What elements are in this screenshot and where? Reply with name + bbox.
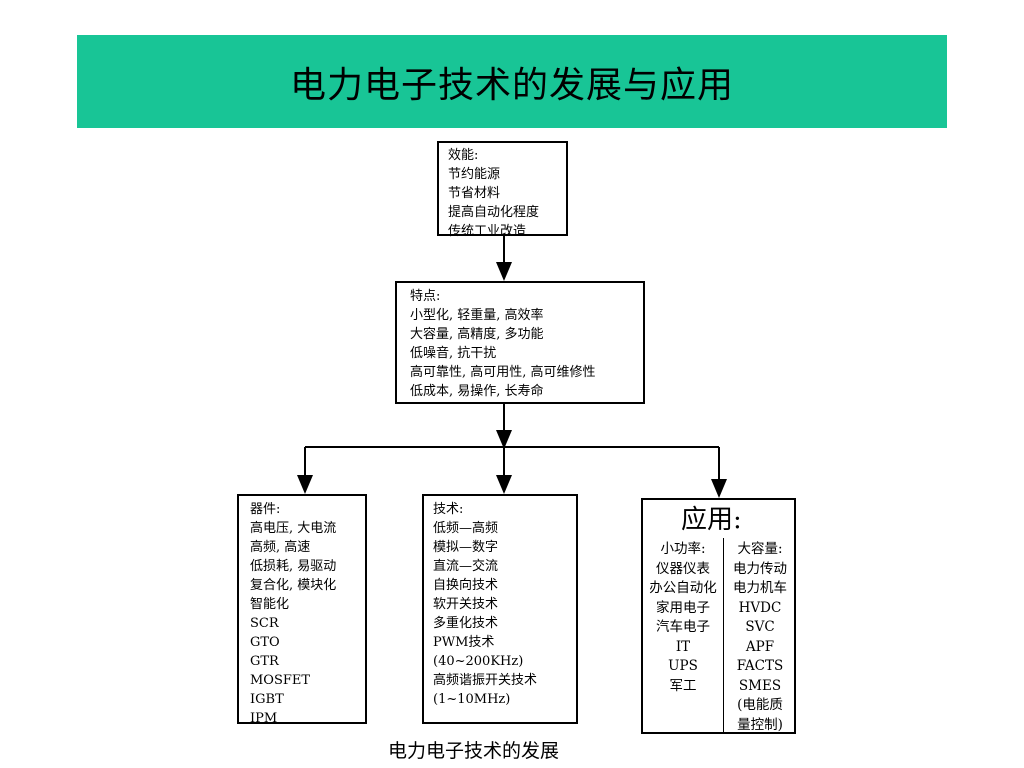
features-item: 低成本, 易操作, 长寿命 <box>410 384 544 399</box>
efficiency-item: 提高自动化程度 <box>448 205 540 220</box>
technology-box: 技术: 低频—高频 模拟—数字 直流—交流 自换向技术 软开关技术 多重化技术 … <box>422 494 578 724</box>
efficiency-item: 传统工业改造 <box>448 224 527 239</box>
high-capacity-item: SMES <box>738 677 782 694</box>
low-power-item: 军工 <box>669 677 697 694</box>
low-power-item: 汽车电子 <box>656 619 710 635</box>
page-title: 电力电子技术的发展与应用 <box>289 64 734 106</box>
high-capacity-item: APF <box>745 638 775 655</box>
devices-item: 智能化 <box>250 597 290 612</box>
efficiency-item: 节省材料 <box>448 186 501 201</box>
devices-item: 高频, 高速 <box>250 540 311 555</box>
technology-item: 低频—高频 <box>433 521 499 536</box>
high-capacity-item: 电力机车 <box>733 580 787 596</box>
arrowhead-to-technology <box>496 475 512 494</box>
efficiency-item: 节约能源 <box>448 167 501 182</box>
technology-item: 模拟—数字 <box>433 540 499 555</box>
devices-item: GTO <box>250 635 280 650</box>
applications-high-capacity-column: 大容量: 电力传动 电力机车 HVDC SVC APF FACTS SMES (… <box>724 540 796 735</box>
devices-box: 器件: 高电压, 大电流 高频, 高速 低损耗, 易驱动 复合化, 模块化 智能… <box>237 494 367 726</box>
devices-item: GTR <box>250 654 279 669</box>
features-item: 小型化, 轻重量, 高效率 <box>410 308 544 323</box>
features-item: 低噪音, 抗干扰 <box>410 346 497 361</box>
efficiency-heading: 效能: <box>448 148 479 163</box>
low-power-item: 家用电子 <box>656 599 710 616</box>
devices-item: 低损耗, 易驱动 <box>250 559 337 574</box>
devices-item: SCR <box>250 616 279 631</box>
devices-item: MOSFET <box>250 673 311 688</box>
high-capacity-item: (电能质 <box>737 697 783 713</box>
high-capacity-item: 量控制) <box>737 716 783 733</box>
arrowhead-to-applications <box>711 479 727 498</box>
technology-item: 高频谐振开关技术 <box>433 673 538 688</box>
technology-item: (40~200KHz) <box>433 654 524 669</box>
features-heading: 特点: <box>410 289 441 304</box>
low-power-item: 办公自动化 <box>649 580 717 596</box>
low-power-item: UPS <box>668 658 698 674</box>
high-capacity-item: 电力传动 <box>733 560 787 577</box>
arrowhead-to-devices <box>297 475 313 494</box>
efficiency-box: 效能: 节约能源 节省材料 提高自动化程度 传统工业改造 <box>437 141 568 239</box>
technology-heading: 技术: <box>433 502 464 517</box>
technology-item: (1~10MHz) <box>433 692 511 707</box>
high-capacity-item: HVDC <box>738 599 782 616</box>
arrowhead-to-features <box>496 262 512 281</box>
high-capacity-heading: 大容量: <box>737 541 783 557</box>
diagram-caption: 电力电子技术的发展 <box>388 740 560 762</box>
devices-item: IPM <box>250 711 278 726</box>
high-capacity-item: SVC <box>745 619 775 635</box>
low-power-item: IT <box>675 638 691 655</box>
technology-item: 直流—交流 <box>433 559 499 574</box>
devices-heading: 器件: <box>250 502 281 517</box>
title-bar: 电力电子技术的发展与应用 <box>77 35 947 128</box>
applications-column-divider <box>723 538 724 734</box>
technology-item: PWM技术 <box>433 635 495 650</box>
technology-item: 软开关技术 <box>433 597 499 612</box>
applications-heading: 应用: <box>681 505 742 535</box>
applications-low-power-column: 小功率: 仪器仪表 办公自动化 家用电子 汽车电子 IT UPS 军工 <box>643 540 723 696</box>
technology-item: 多重化技术 <box>433 616 499 631</box>
features-item: 大容量, 高精度, 多功能 <box>410 327 544 342</box>
low-power-heading: 小功率: <box>660 541 706 557</box>
arrowhead-into-branch <box>496 430 512 449</box>
devices-item: 复合化, 模块化 <box>250 578 337 593</box>
high-capacity-item: FACTS <box>736 658 784 674</box>
technology-item: 自换向技术 <box>433 578 499 593</box>
applications-box: 应用: 小功率: 仪器仪表 办公自动化 家用电子 汽车电子 IT UPS 军工 … <box>641 498 796 734</box>
low-power-item: 仪器仪表 <box>656 560 710 577</box>
devices-item: IGBT <box>250 692 284 707</box>
devices-item: 高电压, 大电流 <box>250 521 337 536</box>
features-item: 高可靠性, 高可用性, 高可维修性 <box>410 365 596 380</box>
features-box: 特点: 小型化, 轻重量, 高效率 大容量, 高精度, 多功能 低噪音, 抗干扰… <box>395 281 645 404</box>
